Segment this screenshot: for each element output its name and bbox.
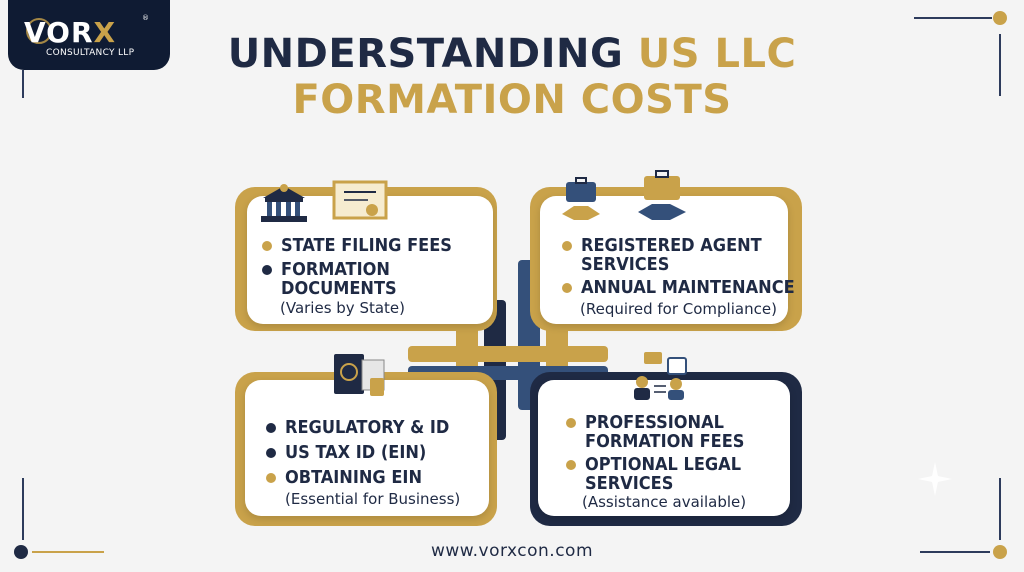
list-item: REGULATORY & ID xyxy=(266,418,449,437)
list-item: ANNUAL MAINTENANCE xyxy=(562,278,795,297)
list-item: OBTAINING EIN xyxy=(266,468,422,487)
bullet xyxy=(562,283,572,293)
page-title-line-1: UNDERSTANDING US LLC xyxy=(227,31,797,77)
bullet xyxy=(266,423,276,433)
card-note: (Required for Compliance) xyxy=(580,300,777,318)
bullet xyxy=(266,473,276,483)
sparkle-icon xyxy=(918,462,952,496)
bullet xyxy=(566,418,576,428)
government-building-icon xyxy=(257,180,311,224)
corner-line xyxy=(920,551,990,553)
card-note: (Varies by State) xyxy=(280,299,406,317)
handshake-briefcase-icon xyxy=(636,170,688,224)
list-item: REGISTERED AGENT SERVICES xyxy=(562,236,762,274)
corner-line xyxy=(22,70,24,98)
corner-line xyxy=(22,478,24,540)
bullet xyxy=(566,460,576,470)
page-title-line-2: FORMATION COSTS xyxy=(292,77,732,123)
bullet xyxy=(562,241,572,251)
corner-dot xyxy=(14,545,28,559)
list-item: STATE FILING FEES xyxy=(262,236,452,255)
card-regulatory xyxy=(245,380,489,516)
list-item: OPTIONAL LEGAL SERVICES xyxy=(566,455,756,493)
corner-line xyxy=(914,17,992,19)
card-note: (Essential for Business) xyxy=(285,490,461,508)
registered-mark: ® xyxy=(142,14,149,22)
certificate-icon xyxy=(332,178,388,224)
list-item: US TAX ID (EIN) xyxy=(266,443,426,462)
website-link[interactable]: www.vorxcon.com xyxy=(430,541,594,561)
brand-subtitle: CONSULTANCY LLP xyxy=(46,48,135,58)
list-item: PROFESSIONAL FORMATION FEES xyxy=(566,413,766,451)
bullet xyxy=(262,265,272,275)
corner-line xyxy=(999,34,1001,96)
passport-stamp-icon xyxy=(332,352,390,400)
bullet xyxy=(266,448,276,458)
card-note: (Assistance available) xyxy=(582,493,747,511)
corner-dot xyxy=(993,545,1007,559)
consultation-people-icon xyxy=(630,350,690,402)
brand-name: VORX xyxy=(24,16,117,49)
card-professional xyxy=(538,380,790,516)
bullet xyxy=(262,241,272,251)
handshake-briefcase-icon xyxy=(560,176,602,224)
corner-line xyxy=(999,478,1001,540)
corner-dot xyxy=(993,11,1007,25)
connector-strip xyxy=(408,346,608,362)
globe-icon xyxy=(26,18,52,44)
list-item: FORMATION DOCUMENTS xyxy=(262,260,412,298)
corner-line xyxy=(32,551,104,553)
